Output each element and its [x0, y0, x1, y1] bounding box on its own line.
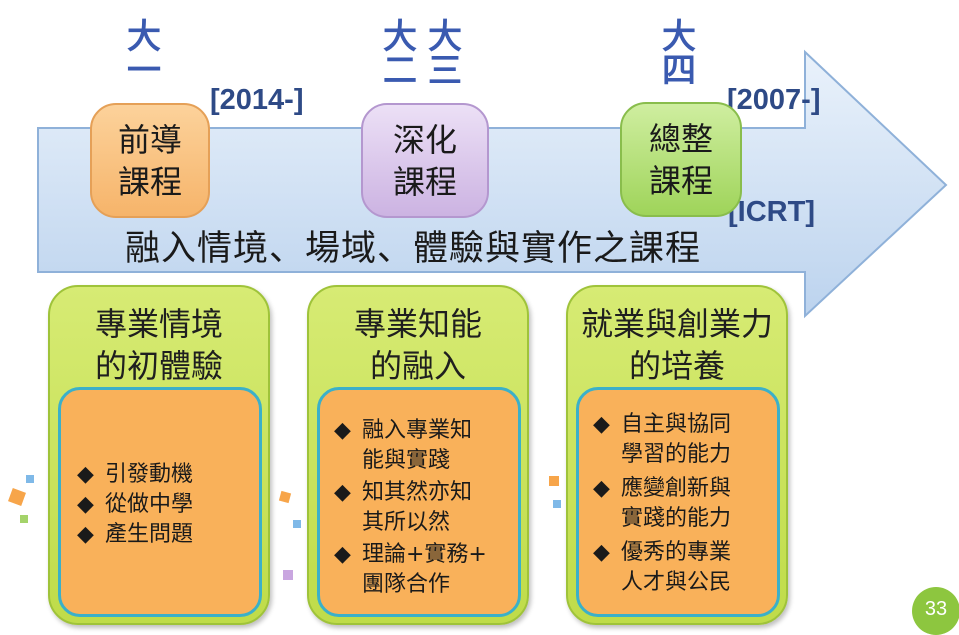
bullet-item: ◆理論+實務+團隊合作: [334, 542, 487, 597]
card-professional-integration: 專業知能的融入 ◆融入專業知能與實踐 ◆知其然亦知其所以然 ◆理論+實務+團隊合…: [307, 285, 529, 625]
decor-square: [278, 490, 292, 504]
decor-square: [553, 500, 561, 508]
card-title: 就業與創業力的培養: [580, 305, 773, 385]
bullet-item: ◆應變創新與實踐的能力: [593, 476, 732, 531]
year-label-1: 大一: [127, 17, 161, 91]
bullet-item: ◆融入專業知能與實踐: [334, 418, 473, 473]
card-inner-panel: ◆引發動機 ◆從做中學 ◆產生問題: [58, 387, 262, 617]
bullet-item: ◆優秀的專業人才與公民: [593, 540, 732, 595]
card-inner-panel: ◆融入專業知能與實踐 ◆知其然亦知其所以然 ◆理論+實務+團隊合作: [317, 387, 521, 617]
bullet-item: ◆自主與協同學習的能力: [593, 412, 732, 467]
page-number-badge: 33: [912, 587, 959, 635]
bullet-item: ◆從做中學: [77, 492, 194, 517]
year-label-3: 大三: [428, 17, 462, 91]
course-box-capstone: 總整課程: [620, 102, 742, 217]
decor-square: [283, 570, 293, 580]
bullet-item: ◆產生問題: [77, 522, 194, 547]
decor-square: [20, 515, 28, 523]
bullet-item: ◆引發動機: [77, 462, 194, 487]
tag-icrt: [ICRT]: [728, 196, 815, 228]
decor-square: [549, 476, 559, 486]
course-box-deepen: 深化課程: [361, 103, 489, 218]
decor-square: [8, 488, 26, 506]
timeline-arrow: [37, 49, 948, 319]
card-employment-entrepreneurship: 就業與創業力的培養 ◆自主與協同學習的能力 ◆應變創新與實踐的能力 ◆優秀的專業…: [566, 285, 788, 625]
card-title: 專業知能的融入: [353, 305, 482, 385]
tag-2014: [2014-]: [210, 84, 304, 116]
card-title: 專業情境的初體驗: [94, 305, 223, 385]
arrow-banner-text: 融入情境、場域、體驗與實作之課程: [125, 229, 702, 269]
year-label-2: 大二: [383, 17, 417, 91]
card-inner-panel: ◆自主與協同學習的能力 ◆應變創新與實踐的能力 ◆優秀的專業人才與公民: [576, 387, 780, 617]
tag-2007: [2007-]: [727, 84, 821, 116]
bullet-item: ◆知其然亦知其所以然: [334, 480, 473, 535]
course-box-intro: 前導課程: [90, 103, 210, 218]
decor-square: [293, 520, 301, 528]
year-label-4: 大四: [662, 17, 696, 91]
card-initial-experience: 專業情境的初體驗 ◆引發動機 ◆從做中學 ◆產生問題: [48, 285, 270, 625]
decor-square: [26, 475, 34, 483]
